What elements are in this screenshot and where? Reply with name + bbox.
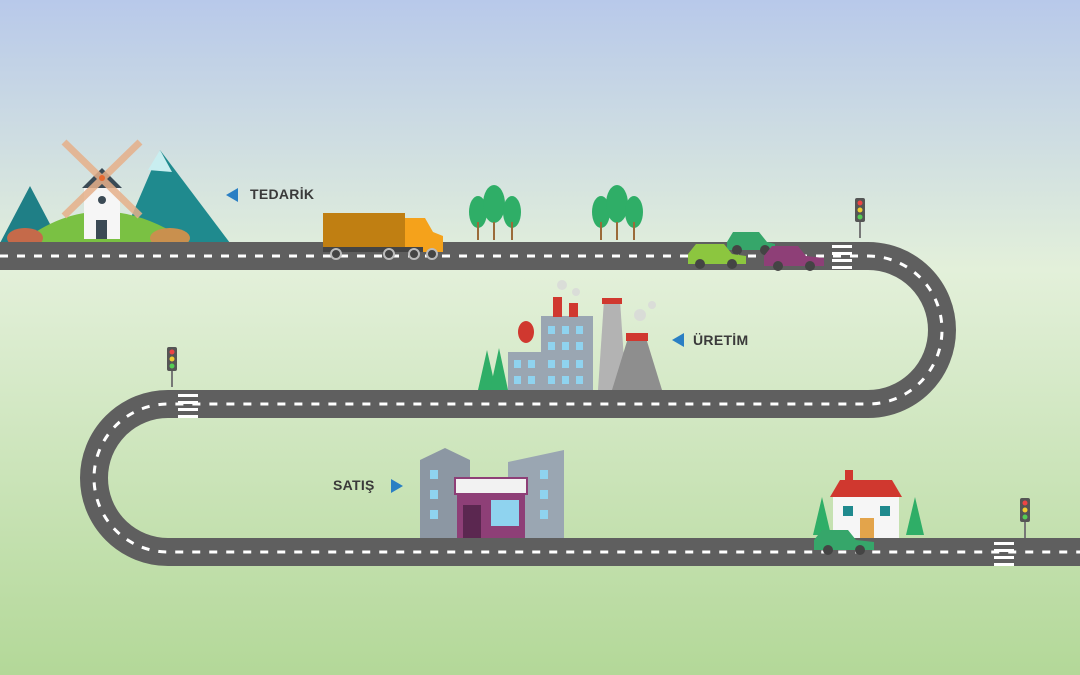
windmill-hill-scene [0,139,230,248]
trees [469,185,643,240]
factory [478,280,662,390]
production-pointer-icon [672,333,684,347]
crosswalks [178,245,1014,566]
traffic-lights [167,198,1030,538]
supply-pointer-icon [226,188,238,202]
sales-label: SATIŞ [333,477,375,493]
sales-pointer-icon [391,479,403,493]
supply-label: TEDARİK [250,186,315,202]
house [813,470,924,540]
cars [688,232,874,555]
road [0,242,1080,566]
production-label: ÜRETİM [693,332,749,348]
shop [420,448,564,540]
truck [323,213,443,260]
